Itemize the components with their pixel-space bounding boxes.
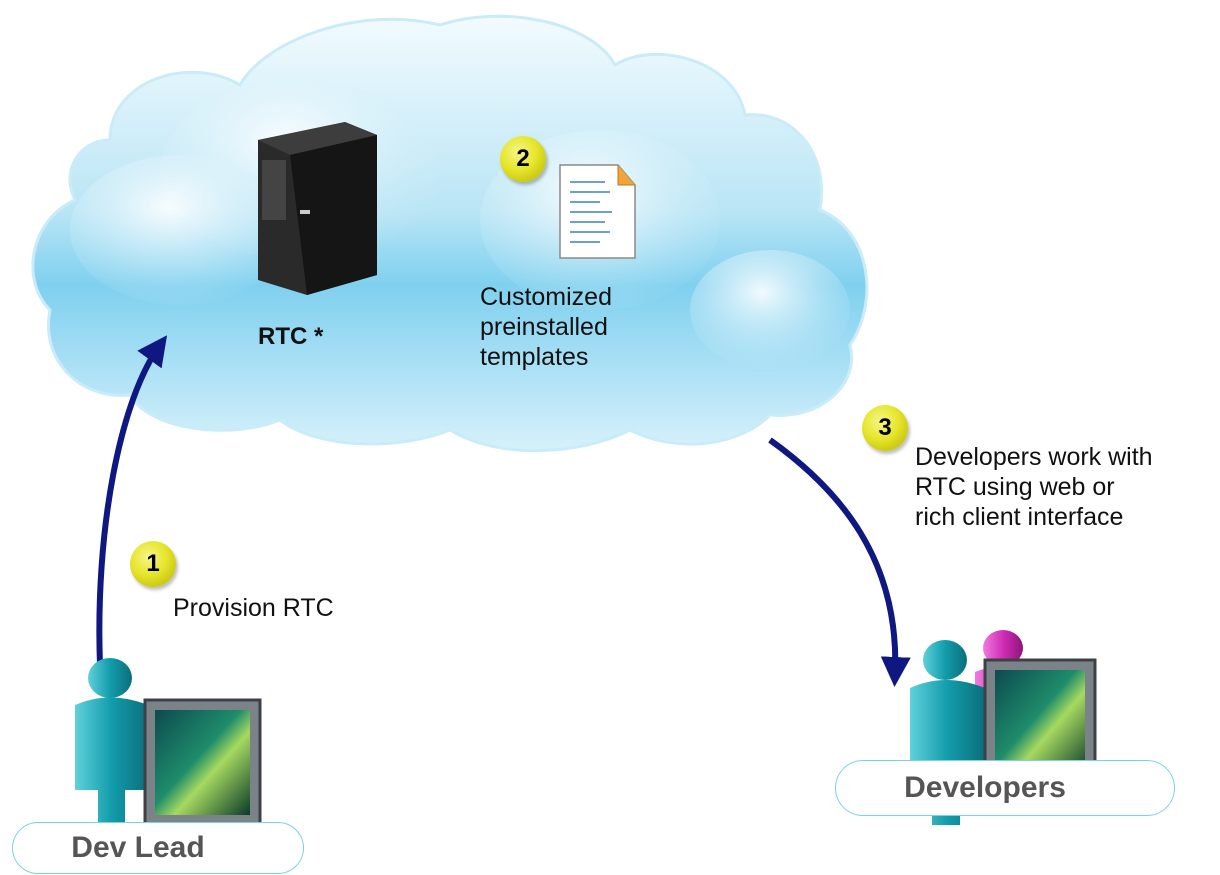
step-badge-3: 3 [862, 405, 908, 451]
templates-label-line: preinstalled [480, 313, 608, 341]
developers-figure [910, 630, 1097, 825]
server-tower-icon [258, 122, 377, 295]
step-badge-2: 2 [500, 136, 546, 182]
step-3-text: Developers work with RTC using web or ri… [915, 442, 1153, 532]
step-3-text-line: Developers work with [915, 443, 1153, 471]
templates-label-line: Customized [480, 283, 612, 311]
server-label: RTC * [258, 323, 324, 350]
developers-label: Developers [904, 771, 1066, 804]
templates-label-line: templates [480, 343, 589, 371]
monitor-icon [143, 698, 262, 841]
step-1-text: Provision RTC [173, 594, 334, 622]
developers-arrow [768, 437, 911, 687]
templates-label: Customized preinstalled templates [480, 282, 612, 372]
developers-label-box: Developers [835, 760, 1175, 816]
document-icon [559, 164, 636, 259]
step-number: 3 [878, 414, 892, 441]
dev-lead-label: Dev Lead [71, 831, 205, 864]
step-number: 2 [516, 145, 530, 172]
dev-lead-figure [75, 658, 262, 870]
step-number: 1 [146, 550, 160, 577]
step-3-text-line: RTC using web or [915, 473, 1115, 501]
provision-arrow [96, 335, 168, 666]
dev-lead-label-box: Dev Lead [12, 822, 304, 874]
step-3-text-line: rich client interface [915, 503, 1124, 531]
step-badge-1: 1 [130, 541, 176, 587]
